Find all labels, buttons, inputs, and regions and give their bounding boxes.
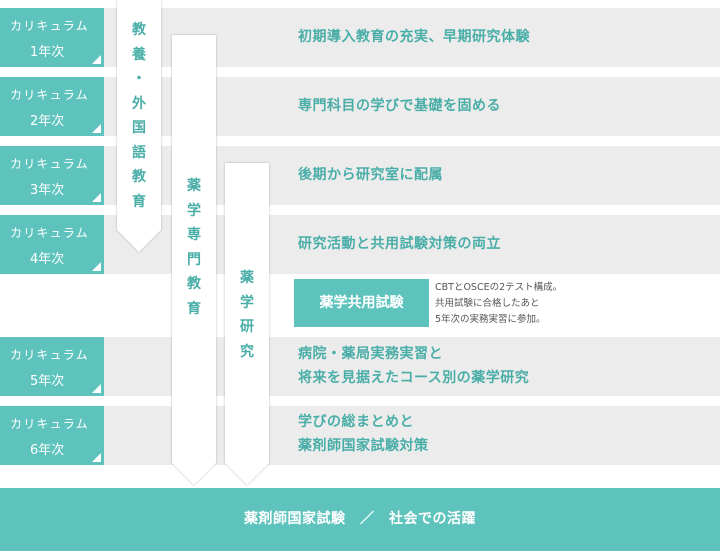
- curriculum-year-6[interactable]: カリキュラム 6年次: [0, 406, 104, 465]
- corner-triangle-icon: [92, 193, 101, 202]
- professional-education-arrow: 薬 学 専 門 教 育: [172, 35, 216, 485]
- corner-triangle-icon: [92, 55, 101, 64]
- corner-triangle-icon: [92, 124, 101, 133]
- curriculum-year-5[interactable]: カリキュラム 5年次: [0, 337, 104, 396]
- curriculum-label: カリキュラム: [10, 417, 89, 431]
- description-line: 病院・薬局実務実習と: [298, 346, 443, 362]
- note-line: CBTとOSCEの2テスト構成。: [435, 282, 563, 293]
- description-line: 学びの総まとめと: [298, 414, 414, 430]
- year-4-description: 研究活動と共用試験対策の両立: [298, 232, 501, 256]
- curriculum-year: 5年次: [30, 374, 65, 389]
- curriculum-label: カリキュラム: [10, 157, 89, 171]
- curriculum-year: 6年次: [30, 443, 65, 458]
- description-line: 将来を見据えたコース別の薬学研究: [298, 370, 530, 386]
- year-2-description: 専門科目の学びで基礎を固める: [298, 94, 501, 118]
- curriculum-label: カリキュラム: [10, 88, 89, 102]
- curriculum-year-3[interactable]: カリキュラム 3年次: [0, 146, 104, 205]
- description-line: 後期から研究室に配属: [298, 167, 443, 183]
- curriculum-year-4[interactable]: カリキュラム 4年次: [0, 215, 104, 274]
- description-line: 研究活動と共用試験対策の両立: [298, 236, 501, 252]
- corner-triangle-icon: [92, 453, 101, 462]
- common-exam-badge: 薬学共用試験: [294, 279, 429, 327]
- curriculum-year: 1年次: [30, 45, 65, 60]
- pharmacy-research-label: 薬 学 研 究: [240, 270, 254, 360]
- description-line: 薬剤師国家試験対策: [298, 438, 429, 454]
- professional-education-label: 薬 学 専 門 教 育: [187, 178, 201, 317]
- arrow-down-icon: [225, 163, 269, 485]
- curriculum-year: 2年次: [30, 114, 65, 129]
- curriculum-label: カリキュラム: [10, 348, 89, 362]
- description-line: 専門科目の学びで基礎を固める: [298, 98, 501, 114]
- career-footer-banner: 薬剤師国家試験 ／ 社会での活躍: [0, 488, 720, 551]
- corner-triangle-icon: [92, 262, 101, 271]
- description-line: 初期導入教育の充実、早期研究体験: [298, 29, 530, 45]
- note-line: 共用試験に合格したあと: [435, 298, 540, 309]
- curriculum-label: カリキュラム: [10, 226, 89, 240]
- liberal-arts-arrow: 教 養 ・ 外 国 語 教 育: [117, 0, 161, 252]
- arrow-down-icon: [117, 0, 161, 252]
- pharmacy-research-arrow: 薬 学 研 究: [225, 163, 269, 485]
- year-6-description: 学びの総まとめと 薬剤師国家試験対策: [298, 410, 429, 458]
- year-5-description: 病院・薬局実務実習と 将来を見据えたコース別の薬学研究: [298, 342, 529, 390]
- liberal-arts-label: 教 養 ・ 外 国 語 教 育: [132, 22, 146, 210]
- corner-triangle-icon: [92, 384, 101, 393]
- note-line: 5年次の実務実習に参加。: [435, 314, 546, 325]
- common-exam-note: CBTとOSCEの2テスト構成。 共用試験に合格したあと 5年次の実務実習に参加…: [435, 280, 562, 328]
- curriculum-year: 3年次: [30, 183, 65, 198]
- curriculum-year-2[interactable]: カリキュラム 2年次: [0, 77, 104, 136]
- curriculum-year-1[interactable]: カリキュラム 1年次: [0, 8, 104, 67]
- arrow-down-icon: [172, 35, 216, 485]
- curriculum-year: 4年次: [30, 252, 65, 267]
- curriculum-label: カリキュラム: [10, 19, 89, 33]
- year-1-description: 初期導入教育の充実、早期研究体験: [298, 25, 530, 49]
- year-3-description: 後期から研究室に配属: [298, 163, 443, 187]
